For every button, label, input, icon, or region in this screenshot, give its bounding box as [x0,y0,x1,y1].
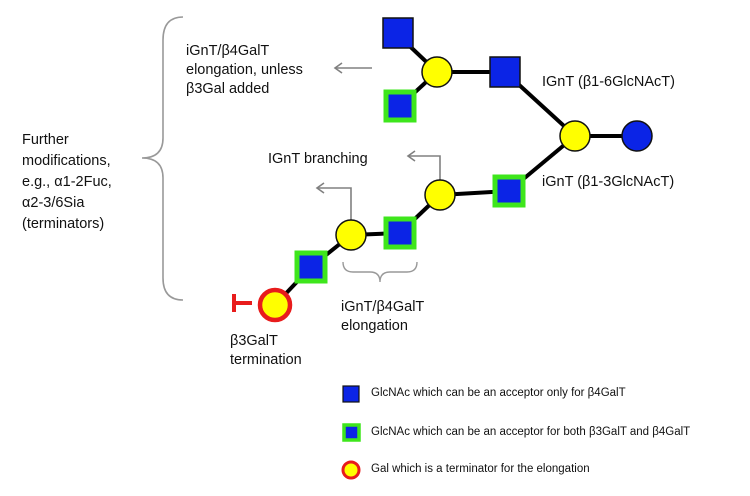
label-line: iGnT/β4GalT [341,299,425,315]
glcnac-green-square [383,89,417,123]
gal-circle [424,179,456,211]
glcnac-green-square [294,250,328,284]
label-line: α2-3/6Sia [22,195,85,211]
ignt-b4galt-bottom-label: iGnT/β4GalT elongation [341,298,424,336]
gal-circle [421,56,453,88]
legend-blue-square-icon [342,385,360,403]
mannose-circle [621,120,653,152]
ignt-b4galt-top-label: iGnT/β4GalT elongation, unless β3Gal add… [186,42,303,99]
ignt-branching-label: IGnT branching [268,151,368,167]
branching-arrow-left [315,182,352,221]
ignt-b16-label: IGnT (β1-6GlcNAcT) [542,74,675,90]
legend-item-glcnac-b4: GlcNAc which can be an acceptor only for… [371,387,626,399]
branching-arrow-right [406,150,441,181]
legend-symbols [341,385,361,480]
process-arrows [315,62,441,221]
further-modifications-label: Further modifications, e.g., α1-2Fuc, α2… [22,130,112,235]
gal-circle [335,219,367,251]
b3galt-termination-symbol [232,294,252,312]
left-curly-brace [141,16,184,301]
glcnac-green-square [383,216,417,250]
label-line: iGnT/β4GalT [186,43,270,59]
glycan-residues [257,17,653,323]
label-line: elongation, unless [186,62,303,78]
label-line: termination [230,352,302,368]
legend-red-circle-icon [341,460,361,480]
ignt-b13-label: iGnT (β1-3GlcNAcT) [542,174,675,190]
bottom-curly-brace [342,261,418,283]
label-line: modifications, [22,153,111,169]
glcnac-square [382,17,414,49]
glcnac-square [489,56,521,88]
b3galt-termination-label: β3GalT termination [230,332,302,370]
label-line: Further [22,132,69,148]
label-line: elongation [341,318,408,334]
top-elongation-arrow [333,62,372,74]
label-line: β3Gal added [186,81,270,97]
label-line: β3GalT [230,333,278,349]
legend-item-gal-terminator: Gal which is a terminator for the elonga… [371,463,590,475]
label-line: e.g., α1-2Fuc, [22,174,112,190]
legend-green-square-icon [342,423,361,442]
legend-item-glcnac-both: GlcNAc which can be an acceptor for both… [371,426,691,438]
glcnac-green-square [492,174,526,208]
gal-circle [559,120,591,152]
label-line: (terminators) [22,216,105,232]
gal-terminator-circle [257,287,293,323]
